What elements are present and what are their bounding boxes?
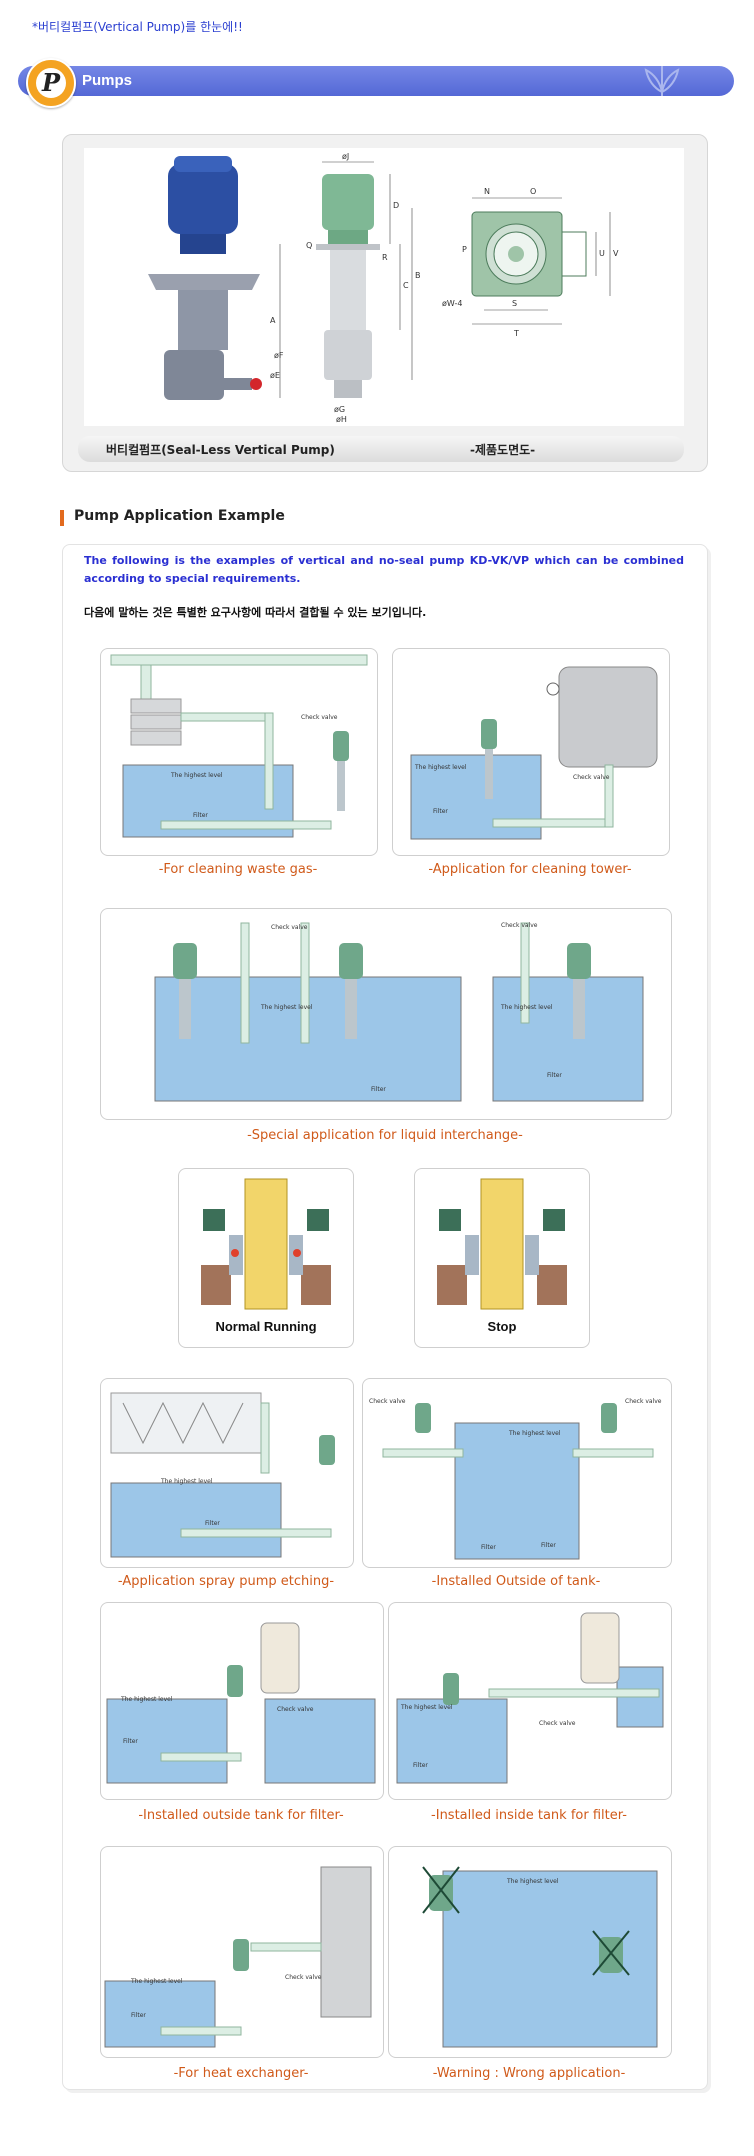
highest-level-label: The highest level [130, 1978, 183, 1985]
filter-label: Filter [193, 812, 208, 819]
highest-level-label: The highest level [260, 1004, 313, 1011]
filter-label: Filter [205, 1520, 220, 1527]
caption-inside-tank-filter: -Installed inside tank for filter- [431, 1808, 627, 1823]
filter-label: Filter [413, 1762, 428, 1769]
check-valve-label: Check valve [369, 1398, 406, 1405]
filter-label: Filter [131, 2012, 146, 2019]
dim-label: S [512, 299, 517, 308]
caption-waste-gas: -For cleaning waste gas- [158, 862, 318, 877]
dim-label: øJ [342, 152, 349, 161]
filter-label: Filter [433, 808, 448, 815]
highest-level-label: The highest level [508, 1430, 561, 1437]
product-name-label: 버티컬펌프(Seal-Less Vertical Pump) [106, 443, 335, 457]
diagram-cleaning-tower: The highest level Filter Check valve [392, 648, 670, 856]
highest-level-label: The highest level [170, 772, 223, 779]
caption-liquid-interchange: -Special application for liquid intercha… [247, 1128, 523, 1143]
filter-label: Filter [371, 1086, 386, 1093]
description-english: The following is the examples of vertica… [84, 554, 684, 585]
page-title: Pumps [82, 72, 133, 89]
dim-label: øH [336, 415, 347, 424]
drawing-label: -제품도면도- [470, 443, 536, 457]
filter-label: Filter [123, 1738, 138, 1745]
dim-label: A [270, 316, 276, 325]
check-valve-label: Check valve [501, 922, 538, 929]
filter-label: Filter [547, 1072, 562, 1079]
check-valve-label: Check valve [277, 1706, 314, 1713]
dim-label: D [393, 201, 399, 210]
filter-label: Filter [481, 1544, 496, 1551]
intro-text: *버티컬펌프(Vertical Pump)를 한눈에!! [32, 20, 243, 34]
dim-label: O [530, 187, 536, 196]
side-dimension-drawing: øJ D C B A øE øF øG øH Q R [270, 152, 421, 424]
diagram-outside-tank: Check valve Check valve The highest leve… [362, 1378, 672, 1568]
dim-label: U [599, 249, 605, 258]
highest-level-label: The highest level [506, 1878, 559, 1885]
diagram-outside-tank-filter: The highest level Filter Check valve [100, 1602, 384, 1800]
dim-label: øF [274, 351, 284, 360]
dim-label: T [513, 329, 519, 338]
dim-label: øE [270, 371, 280, 380]
dim-label: Q [306, 241, 312, 250]
stop-label: Stop [487, 1319, 517, 1334]
dim-label: P [462, 245, 467, 254]
diagram-heat-exchanger: The highest level Filter Check valve [100, 1846, 384, 2058]
diagram-inside-tank-filter: The highest level Filter Check valve [388, 1602, 672, 1800]
product-caption-bar [78, 436, 684, 462]
header-bar [18, 66, 734, 96]
top-dimension-drawing: N O P U V S T øW-4 [442, 187, 619, 338]
caption-outside-tank: -Installed Outside of tank- [431, 1574, 601, 1589]
dim-label: N [484, 187, 490, 196]
leaf-icon [644, 66, 680, 97]
diagram-stop: Stop [414, 1168, 590, 1348]
dim-label: C [403, 281, 409, 290]
highest-level-label: The highest level [120, 1696, 173, 1703]
check-valve-label: Check valve [285, 1974, 322, 1981]
diagram-waste-gas: The highest level Filter Check valve [100, 648, 378, 856]
caption-spray-etching: -Application spray pump etching- [117, 1574, 335, 1589]
normal-running-label: Normal Running [215, 1319, 317, 1334]
diagram-normal-running: Normal Running [178, 1168, 354, 1348]
check-valve-label: Check valve [301, 714, 338, 721]
section-title: Pump Application Example [74, 508, 285, 524]
diagram-liquid-interchange: The highest level The highest level Filt… [100, 908, 672, 1120]
highest-level-label: The highest level [400, 1704, 453, 1711]
check-valve-label: Check valve [625, 1398, 662, 1405]
filter-label: Filter [541, 1542, 556, 1549]
caption-heat-exchanger: -For heat exchanger- [173, 2066, 309, 2081]
dim-label: B [415, 271, 421, 280]
highest-level-label: The highest level [414, 764, 467, 771]
dim-label: øW-4 [442, 299, 462, 308]
logo-letter: P [36, 68, 66, 98]
description-korean: 다음에 말하는 것은 특별한 요구사항에 따라서 결합될 수 있는 보기입니다. [84, 606, 427, 619]
product-image-area: øJ D C B A øE øF øG øH Q R N O [84, 148, 684, 426]
highest-level-label: The highest level [160, 1478, 213, 1485]
caption-outside-tank-filter: -Installed outside tank for filter- [138, 1808, 344, 1823]
caption-wrong-application: -Warning : Wrong application- [432, 2066, 626, 2081]
diagram-spray-etching: The highest level Filter [100, 1378, 354, 1568]
section-marker [60, 510, 64, 526]
check-valve-label: Check valve [271, 924, 308, 931]
dim-label: V [613, 249, 619, 258]
dim-label: øG [334, 405, 345, 414]
highest-level-label: The highest level [500, 1004, 553, 1011]
caption-cleaning-tower: -Application for cleaning tower- [428, 862, 632, 877]
pumps-logo-icon: P [26, 58, 76, 108]
dim-label: R [382, 253, 388, 262]
check-valve-label: Check valve [573, 774, 610, 781]
check-valve-label: Check valve [539, 1720, 576, 1727]
diagram-wrong-application: The highest level [388, 1846, 672, 2058]
vertical-pump-photo [148, 156, 262, 400]
